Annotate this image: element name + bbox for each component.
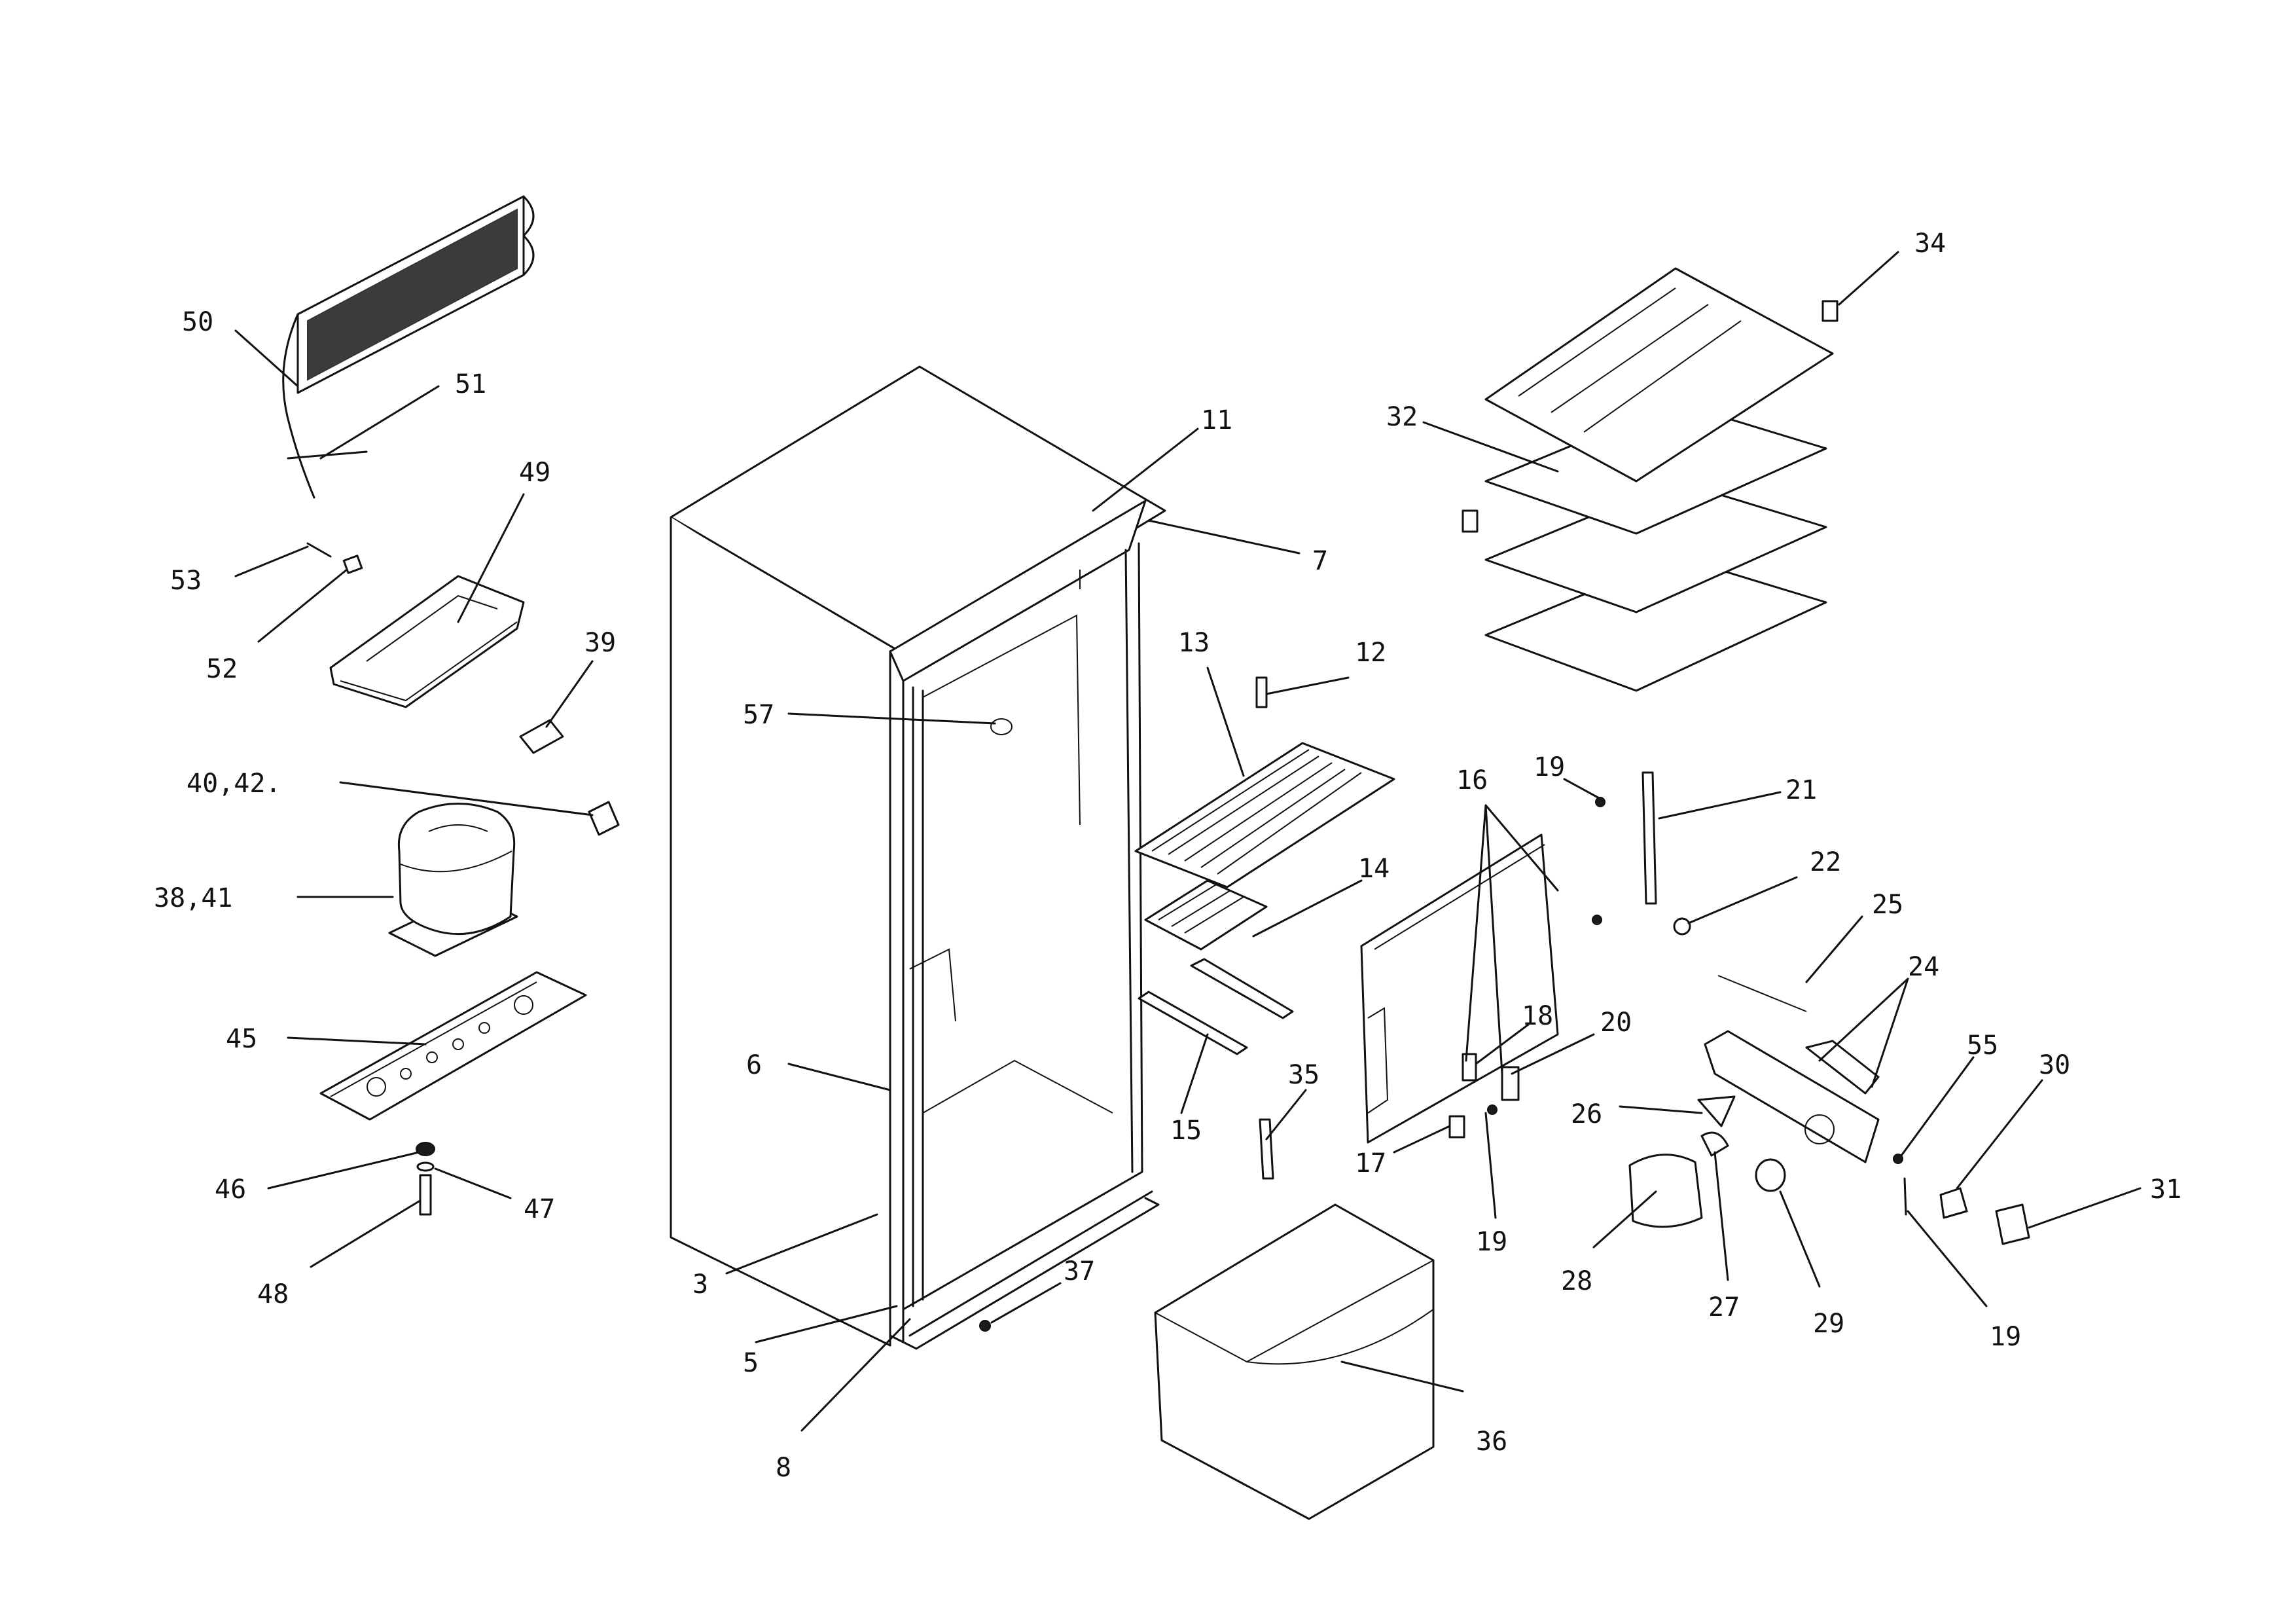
- grommet-46: [416, 1142, 435, 1156]
- condenser-coil: [282, 195, 535, 499]
- overload-40-42: [588, 801, 620, 836]
- screw-19c: [1903, 1177, 1907, 1216]
- callout-38-41: 38,41: [154, 883, 232, 913]
- bracket-17: [1448, 1115, 1465, 1139]
- callout-6: 6: [746, 1050, 762, 1080]
- washer-47: [416, 1161, 435, 1172]
- screw-19b: [1487, 1104, 1498, 1115]
- ice-tray-14: [1144, 879, 1268, 951]
- lamp-cover-28: [1628, 1154, 1703, 1228]
- callout-7: 7: [1312, 546, 1328, 576]
- rail-15b: [1138, 991, 1248, 1055]
- handle-35: [1259, 1118, 1274, 1180]
- callout-17: 17: [1355, 1148, 1386, 1178]
- screw-37: [979, 1320, 991, 1332]
- callout-49: 49: [519, 458, 550, 488]
- callout-27: 27: [1708, 1292, 1740, 1322]
- leader-lines: [234, 251, 2142, 1432]
- callout-25: 25: [1872, 890, 1903, 920]
- clip-55: [1893, 1154, 1903, 1164]
- pin-12: [1255, 676, 1268, 708]
- callout-39: 39: [584, 628, 616, 658]
- crisper-drawer-36: [1154, 1203, 1435, 1520]
- callout-31: 31: [2150, 1175, 2181, 1205]
- thermostat-24: [1805, 1040, 1880, 1095]
- screw-19a: [1595, 797, 1605, 807]
- callout-45: 45: [226, 1024, 257, 1054]
- switch-30: [1939, 1187, 1968, 1219]
- callout-18: 18: [1522, 1001, 1553, 1031]
- hinge-18: [1462, 1053, 1477, 1082]
- callout-22: 22: [1810, 847, 1841, 877]
- callout-26: 26: [1571, 1099, 1602, 1129]
- callout-8: 8: [776, 1453, 791, 1483]
- callout-57: 57: [743, 700, 774, 730]
- callout-20: 20: [1600, 1008, 1632, 1038]
- callout-16: 16: [1456, 765, 1488, 795]
- lamp-29: [1755, 1158, 1786, 1192]
- callout-52: 52: [206, 654, 238, 684]
- hinge-21: [1641, 771, 1657, 905]
- callout-15: 15: [1170, 1116, 1202, 1146]
- nut-22: [1673, 917, 1691, 936]
- screw-22-side: [1592, 915, 1602, 925]
- control-housing-26: [1697, 1030, 1880, 1163]
- callout-51: 51: [455, 369, 486, 399]
- callout-14: 14: [1358, 854, 1390, 884]
- callout-28: 28: [1561, 1266, 1592, 1296]
- callout-19-bottom: 19: [1990, 1322, 2021, 1352]
- bracket-32: [1462, 509, 1479, 533]
- callout-11: 11: [1201, 405, 1232, 435]
- callout-3: 3: [692, 1269, 708, 1300]
- callout-37: 37: [1064, 1256, 1095, 1286]
- rail-15a: [1190, 958, 1294, 1019]
- drip-tray-49: [329, 575, 525, 708]
- callout-12: 12: [1355, 638, 1386, 668]
- clip-52: [342, 555, 363, 574]
- callout-19-mid: 19: [1476, 1227, 1507, 1257]
- callout-40-42: 40,42.: [187, 769, 281, 799]
- callout-47: 47: [524, 1194, 555, 1224]
- freezer-shelves-32: [1484, 267, 1834, 692]
- wire-shelf-13: [1134, 742, 1395, 888]
- bracket-34: [1821, 300, 1839, 322]
- knob-27: [1700, 1131, 1729, 1157]
- callout-21: 21: [1785, 775, 1817, 805]
- callout-50: 50: [182, 307, 213, 337]
- callout-24: 24: [1908, 952, 1939, 982]
- callout-36: 36: [1476, 1427, 1507, 1457]
- callout-55: 55: [1967, 1030, 1998, 1061]
- callout-5: 5: [743, 1348, 759, 1378]
- base-plate-45: [319, 971, 587, 1121]
- probe-25: [1717, 975, 1807, 1012]
- callout-30: 30: [2039, 1050, 2070, 1080]
- callout-46: 46: [215, 1175, 246, 1205]
- callout-13: 13: [1178, 628, 1210, 658]
- callout-29: 29: [1813, 1309, 1844, 1339]
- callout-34: 34: [1914, 228, 1946, 259]
- callout-53: 53: [170, 566, 202, 596]
- callout-19-top: 19: [1534, 752, 1565, 782]
- callout-labels: 50 51 49 53 52 39 40,42. 38,41 45 46 47 …: [154, 228, 2181, 1483]
- callout-48: 48: [257, 1279, 289, 1309]
- callout-35: 35: [1288, 1060, 1319, 1090]
- connector-31: [1995, 1203, 2030, 1245]
- screw-53: [306, 542, 332, 558]
- compressor-38-41: [388, 803, 518, 957]
- cabinet: [670, 365, 1166, 1350]
- callout-32: 32: [1386, 402, 1418, 432]
- bolt-48: [419, 1174, 432, 1216]
- relay-39: [519, 719, 564, 754]
- freezer-door-16: [1360, 833, 1559, 1144]
